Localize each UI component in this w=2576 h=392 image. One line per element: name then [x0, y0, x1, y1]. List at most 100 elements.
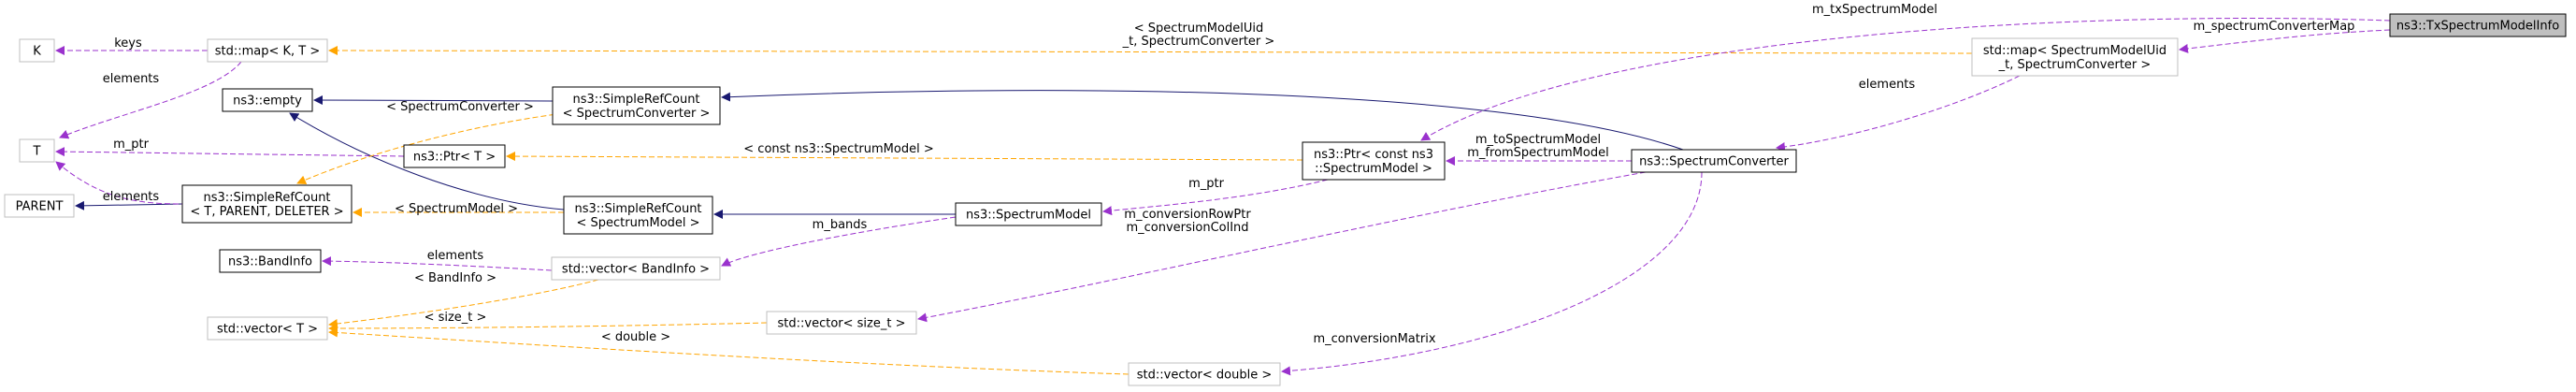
class-node-label: ns3::BandInfo	[228, 255, 312, 269]
class-node-label: ns3::SpectrumModel	[966, 209, 1091, 223]
edge-e-vecbi-bandInfo	[322, 256, 553, 271]
class-node-box[interactable]	[19, 38, 55, 63]
class-node-vec-t[interactable]: std::vector< T >	[207, 316, 328, 341]
class-node-label: std::vector< BandInfo >	[562, 263, 710, 277]
edge-e-map-kt-T	[59, 61, 242, 139]
class-node-box[interactable]	[1631, 149, 1797, 173]
class-node-box[interactable]	[955, 202, 1102, 226]
class-node-box[interactable]	[2389, 13, 2567, 37]
edge-label: < size_t >	[425, 311, 487, 325]
edge-label: m_fromSpectrumModel	[1467, 146, 1608, 160]
edge-e-sc-vecd	[1281, 171, 1703, 376]
class-node-label: ns3::TxSpectrumModelInfo	[2396, 20, 2559, 34]
class-node-box[interactable]	[207, 38, 328, 63]
class-node-label: ns3::Ptr< const ns3	[1314, 148, 1433, 162]
class-node-vec-size-t[interactable]: std::vector< size_t >	[766, 311, 917, 335]
class-node-T[interactable]: T	[19, 138, 55, 163]
edge-label: m_conversionRowPtr	[1124, 208, 1251, 222]
class-node-box[interactable]	[1302, 141, 1446, 181]
class-node-spectrumConverter[interactable]: ns3::SpectrumConverter	[1631, 149, 1797, 173]
class-node-label: ns3::SimpleRefCount	[572, 93, 699, 107]
edge-label: m_conversionMatrix	[1313, 332, 1435, 346]
edge-e-srcTPD-T	[55, 161, 188, 205]
class-node-box[interactable]	[181, 184, 353, 224]
class-node-box[interactable]	[766, 311, 917, 335]
class-node-box[interactable]	[551, 256, 721, 281]
edge-e-ptrsm-sm	[1102, 179, 1329, 216]
edge-label: < SpectrumModel >	[395, 202, 518, 216]
class-node-box[interactable]	[403, 144, 506, 168]
class-node-map-sm[interactable]: std::map< SpectrumModelUid_t, SpectrumCo…	[1971, 37, 2179, 77]
edge-e-tx-ptrsm	[1420, 18, 2391, 141]
class-node-label: std::vector< T >	[217, 323, 318, 337]
edge-e-vecd-vect	[328, 327, 1130, 375]
class-node-label: < T, PARENT, DELETER >	[190, 205, 343, 219]
class-node-label: K	[33, 45, 41, 59]
class-node-box[interactable]	[222, 88, 313, 112]
class-node-spectrumModel[interactable]: ns3::SpectrumModel	[955, 202, 1102, 226]
class-node-box[interactable]	[563, 196, 713, 235]
class-node-box[interactable]	[1971, 37, 2179, 77]
class-node-PARENT[interactable]: PARENT	[4, 194, 75, 218]
class-node-label: PARENT	[16, 200, 64, 214]
class-node-map-kt[interactable]: std::map< K, T >	[207, 38, 328, 63]
edge-e-srcTPD-PARENT	[75, 200, 183, 211]
class-node-srcSpectrumModel[interactable]: ns3::SimpleRefCount< SpectrumModel >	[563, 196, 713, 235]
edge-label: < double >	[601, 330, 670, 344]
edge-e-ptrsm-ptrt	[506, 152, 1303, 162]
edge-labels-layer: keys elements m_ptr elements < SpectrumConve…	[103, 3, 2355, 346]
edge-label: keys	[114, 36, 142, 51]
class-node-vec-double[interactable]: std::vector< double >	[1128, 362, 1281, 386]
edge-e-srcSM-empty	[289, 112, 565, 211]
class-node-box[interactable]	[4, 194, 75, 218]
class-node-label: ns3::empty	[233, 94, 302, 109]
class-node-ptr-t[interactable]: ns3::Ptr< T >	[403, 144, 506, 168]
edge-label: < SpectrumConverter >	[386, 100, 534, 114]
class-node-box[interactable]	[19, 138, 55, 163]
edge-label: elements	[103, 72, 160, 86]
class-node-srcTPD[interactable]: ns3::SimpleRefCount< T, PARENT, DELETER …	[181, 184, 353, 224]
edge-label: m_spectrumConverterMap	[2194, 20, 2355, 34]
edge-label: m_txSpectrumModel	[1812, 3, 1937, 17]
class-node-label: < SpectrumConverter >	[563, 107, 711, 121]
edge-label: _t, SpectrumConverter >	[1122, 35, 1275, 49]
class-node-label: std::map< K, T >	[215, 45, 321, 59]
edge-label: elements	[427, 249, 484, 263]
edge-label: elements	[1859, 78, 1916, 92]
class-node-label: ns3::SpectrumConverter	[1639, 155, 1789, 169]
class-node-box[interactable]	[552, 86, 721, 125]
class-node-box[interactable]	[219, 249, 322, 273]
edge-e-srcSC-empty	[313, 95, 554, 106]
edge-label: elements	[103, 190, 160, 204]
edge-e-ptr-t-T	[55, 147, 405, 157]
class-node-empty[interactable]: ns3::empty	[222, 88, 313, 112]
class-node-label: ::SpectrumModel >	[1315, 162, 1432, 176]
class-node-bandInfo[interactable]: ns3::BandInfo	[219, 249, 322, 273]
class-node-label: std::vector< size_t >	[778, 317, 906, 331]
edge-e-mapsm-sc	[1776, 75, 2021, 152]
class-node-label: T	[33, 145, 41, 159]
class-node-label: std::map< SpectrumModelUid	[1983, 44, 2166, 58]
class-node-label: ns3::SimpleRefCount	[203, 191, 330, 205]
class-node-label: < SpectrumModel >	[576, 216, 699, 230]
edge-e-sc-srcSC	[721, 90, 1684, 151]
edge-label: m_bands	[813, 218, 868, 232]
edge-label: < const ns3::SpectrumModel >	[743, 142, 933, 156]
class-node-ptr-const-sm[interactable]: ns3::Ptr< const ns3::SpectrumModel >	[1302, 141, 1446, 181]
class-node-srcSpectrumConverter[interactable]: ns3::SimpleRefCount< SpectrumConverter >	[552, 86, 721, 125]
class-node-box[interactable]	[207, 316, 328, 341]
edge-e-srcSC-srcTPD	[296, 110, 581, 184]
edge-label: m_ptr	[1188, 177, 1225, 191]
edge-label: < SpectrumModelUid	[1134, 22, 1263, 36]
edge-e-sc-vecst	[917, 171, 1647, 323]
class-node-txSpectrumModelInfo[interactable]: ns3::TxSpectrumModelInfo	[2389, 13, 2567, 37]
edge-e-sm-vecbi	[721, 216, 957, 267]
class-node-box[interactable]	[1128, 362, 1281, 386]
edge-label: m_toSpectrumModel	[1475, 133, 1601, 147]
class-node-vec-bandinfo[interactable]: std::vector< BandInfo >	[551, 256, 721, 281]
edge-e-mapsm-mapkt	[328, 46, 1973, 56]
class-node-K[interactable]: K	[19, 38, 55, 63]
edge-e-tx-mapsm	[2179, 29, 2391, 53]
